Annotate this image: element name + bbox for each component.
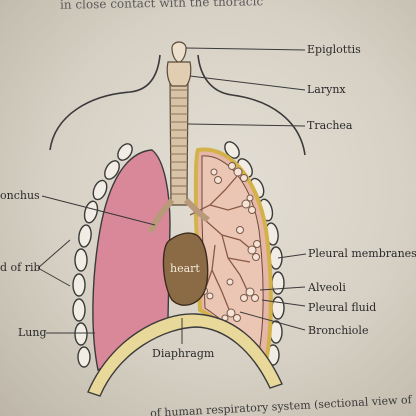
label-bronchiole: Bronchiole <box>308 324 369 337</box>
ribs-right <box>224 141 285 366</box>
label-heart: heart <box>170 262 200 275</box>
label-pleural-fluid: Pleural fluid <box>308 301 377 314</box>
larynx <box>166 61 192 87</box>
trachea-rings <box>170 89 188 195</box>
leader-lines <box>37 47 307 344</box>
left-bronchus <box>147 198 175 234</box>
label-diaphragm: Diaphragm <box>152 347 215 360</box>
label-pleural-membranes: Pleural membranes <box>308 247 416 260</box>
label-trachea: Trachea <box>307 119 353 132</box>
epiglottis <box>171 41 187 63</box>
label-alveoli: Alveoli <box>308 281 346 294</box>
body-outline-right <box>197 54 306 156</box>
diaphragm <box>87 313 283 397</box>
label-bronchus: onchus <box>0 189 40 202</box>
heart <box>162 232 209 306</box>
right-bronchus <box>183 197 210 223</box>
label-epiglottis: Epiglottis <box>307 43 361 56</box>
ribs-left <box>72 143 133 368</box>
body-outline <box>49 54 161 151</box>
label-rib: d of rib <box>0 261 41 274</box>
label-lung: Lung <box>18 326 47 339</box>
label-larynx: Larynx <box>307 83 346 96</box>
